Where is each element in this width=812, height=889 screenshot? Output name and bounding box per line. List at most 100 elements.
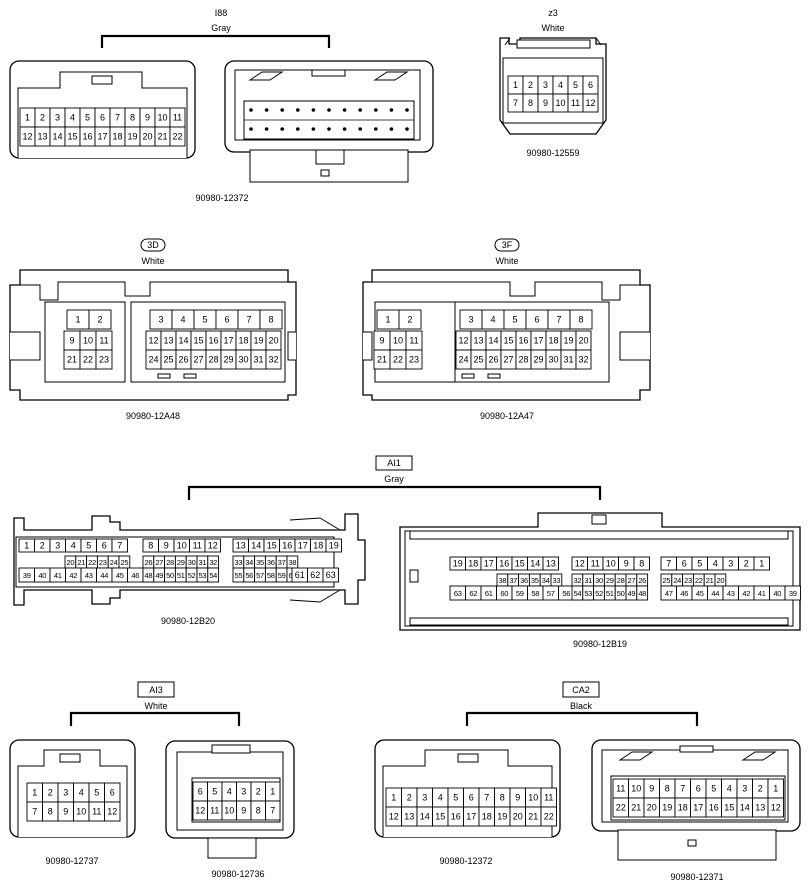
pin-number: 29 [177,558,185,567]
pin-number: 22 [695,576,703,585]
pin-number: 11 [544,793,553,803]
pin-number: 23 [99,558,107,567]
pin-number: 5 [94,788,99,798]
pin-number: 2 [256,787,261,797]
pin-number: 38 [289,558,297,567]
pin-cell [265,349,282,370]
pin-cell [540,806,557,827]
pin-contact [296,127,300,131]
pin-number: 25 [121,558,129,567]
pin-cell [322,567,339,583]
pin-cell [542,556,559,571]
pin-contact [280,127,285,131]
pin-contact [374,108,378,112]
pin-number: 16 [82,132,92,142]
pin-number: 14 [178,336,188,346]
pin-number: 2 [40,541,45,551]
pin-number: 54 [209,571,217,580]
pin-number: 11 [173,113,182,123]
pin-contact [389,127,394,131]
pin-number: 24 [673,576,681,585]
pin-number: 12 [771,803,781,813]
pin-number: 9 [379,336,384,346]
pin-number: 1 [385,315,390,325]
pin-number: 8 [578,315,583,325]
wire-color: White [541,23,564,33]
pin-number: 10 [393,336,403,346]
pin-number: 32 [574,576,582,585]
pin-number: 13 [473,336,483,346]
pin-number: 25 [473,355,483,365]
pin-number: 12 [585,98,595,108]
pin-number: 11 [409,336,418,346]
pin-number: 10 [83,336,93,346]
pin-number: 22 [393,355,403,365]
pin-number: 27 [503,355,513,365]
pin-number: 2 [48,788,53,798]
pin-number: 6 [100,113,105,123]
pin-number: 39 [23,571,31,580]
pin-number: 5 [711,784,716,794]
pin-number: 1 [391,793,396,803]
pin-cell [767,797,784,818]
pin-contact [280,108,285,112]
pin-number: 7 [666,559,671,569]
pin-number: 27 [193,355,203,365]
pin-number: 43 [727,589,735,598]
pin-number: 16 [282,541,292,551]
pin-number: 13 [755,803,765,813]
pin-number: 52 [188,571,196,580]
pin-number: 48 [145,571,153,580]
pin-number: 26 [488,355,498,365]
pin-number: 51 [606,589,614,598]
pin-number: 25 [663,576,671,585]
pin-number: 1 [32,788,37,798]
pin-number: 10 [224,806,234,816]
pin-number: 7 [484,793,489,803]
pin-number: 20 [717,576,725,585]
wire-color: Black [570,701,593,711]
pin-number: 17 [223,336,233,346]
pin-cell [259,309,283,330]
pin-number: 52 [595,589,603,598]
pin-contact [358,127,363,131]
pin-number: 1 [270,787,275,797]
pin-number: 22 [88,558,96,567]
pin-number: 19 [253,336,263,346]
pin-number: 59 [278,571,286,580]
pin-number: 19 [563,336,573,346]
pin-number: 27 [628,576,636,585]
pin-contact [327,127,331,131]
pin-number: 20 [647,803,657,813]
pin-number: 32 [209,558,217,567]
pin-number: 15 [503,336,513,346]
pin-number: 17 [484,559,494,569]
pin-number: 40 [38,571,46,580]
pin-number: 4 [490,315,495,325]
pin-number: 49 [628,589,636,598]
pin-number: 46 [680,589,688,598]
pin-number: 58 [267,571,275,580]
pin-cell [207,567,220,583]
pin-number: 10 [157,113,167,123]
pin-number: 3 [55,541,60,551]
pin-number: 11 [591,559,600,569]
connector-id: AI3 [149,685,163,695]
pin-number: 5 [212,787,217,797]
pin-number: 57 [547,589,555,598]
pin-number: 12 [389,812,399,822]
pin-number: 17 [693,803,703,813]
pin-number: 42 [69,571,77,580]
pin-number: 8 [256,806,261,816]
pin-number: 12 [22,132,32,142]
pin-number: 35 [531,576,539,585]
pin-number: 7 [246,315,251,325]
pin-number: 9 [624,559,629,569]
pin-number: 24 [110,558,118,567]
